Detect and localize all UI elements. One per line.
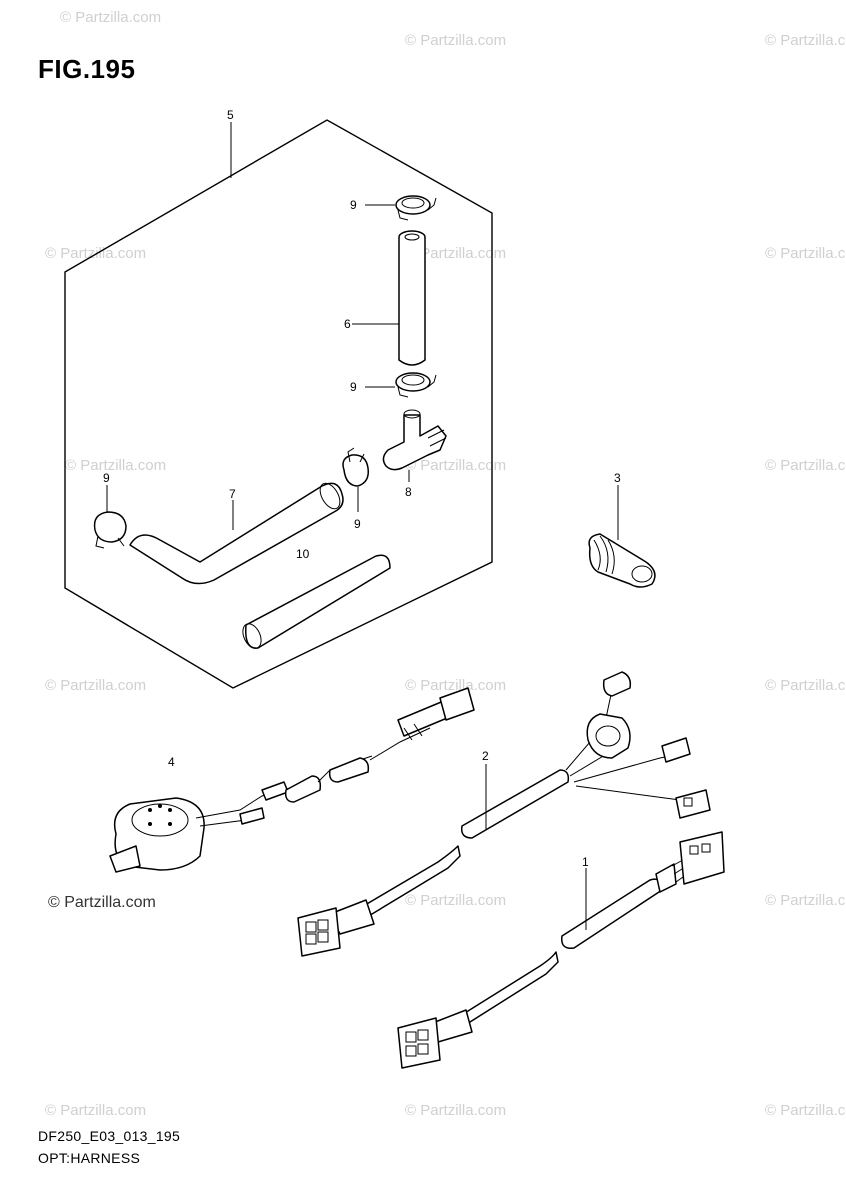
sleeve-hose [242, 554, 391, 649]
elbow-fitting [382, 409, 447, 471]
watermark: © Partzilla.com [765, 32, 846, 49]
callout-5: 5 [227, 108, 234, 122]
watermark: © Partzilla.com [405, 1102, 506, 1119]
callout-9-middle: 9 [350, 380, 357, 394]
callout-2: 2 [482, 749, 489, 763]
callout-6: 6 [344, 317, 351, 331]
kit-outline [64, 119, 493, 689]
watermark: © Partzilla.com [405, 32, 506, 49]
hose-clamp-middle [395, 372, 437, 398]
watermark: © Partzilla.com [45, 1102, 146, 1119]
watermark: © Partzilla.com [765, 677, 846, 694]
hose-clamp-left [93, 511, 127, 549]
watermark: © Partzilla.com [65, 457, 166, 474]
callout-9-left: 9 [103, 471, 110, 485]
straight-hose [398, 230, 426, 366]
buzzer-harness [109, 687, 475, 873]
callout-9-center: 9 [354, 517, 361, 531]
watermark: © Partzilla.com [765, 457, 846, 474]
figure-code: DF250_E03_013_195 [38, 1128, 181, 1144]
callout-4: 4 [168, 755, 175, 769]
watermark: © Partzilla.com [765, 1102, 846, 1119]
extension-harness [397, 831, 725, 1069]
watermark: © Partzilla.com [60, 9, 161, 26]
watermark: © Partzilla.com [405, 457, 506, 474]
watermark: © Partzilla.com [405, 677, 506, 694]
main-harness [297, 671, 711, 957]
callout-1: 1 [582, 855, 589, 869]
bent-hose [129, 482, 344, 585]
callout-9-top: 9 [350, 198, 357, 212]
watermark-group: © Partzilla.com © Partzilla.com © Partzi… [45, 9, 846, 1119]
watermark: © Partzilla.com [765, 245, 846, 262]
callout-7: 7 [229, 487, 236, 501]
figure-subtitle: OPT:HARNESS [38, 1150, 141, 1166]
callout-10: 10 [296, 547, 310, 561]
watermark: © Partzilla.com [765, 892, 846, 909]
watermark: © Partzilla.com [405, 892, 506, 909]
hose-clamp-center [342, 447, 370, 487]
figure-title: FIG.195 [38, 54, 136, 84]
watermark: © Partzilla.com [45, 677, 146, 694]
hose-clamp-top [395, 195, 437, 221]
watermark: © Partzilla.com [405, 245, 506, 262]
grommet-plug [588, 533, 656, 588]
callout-3: 3 [614, 471, 621, 485]
watermark-prominent: © Partzilla.com [48, 894, 156, 911]
callout-8: 8 [405, 485, 412, 499]
